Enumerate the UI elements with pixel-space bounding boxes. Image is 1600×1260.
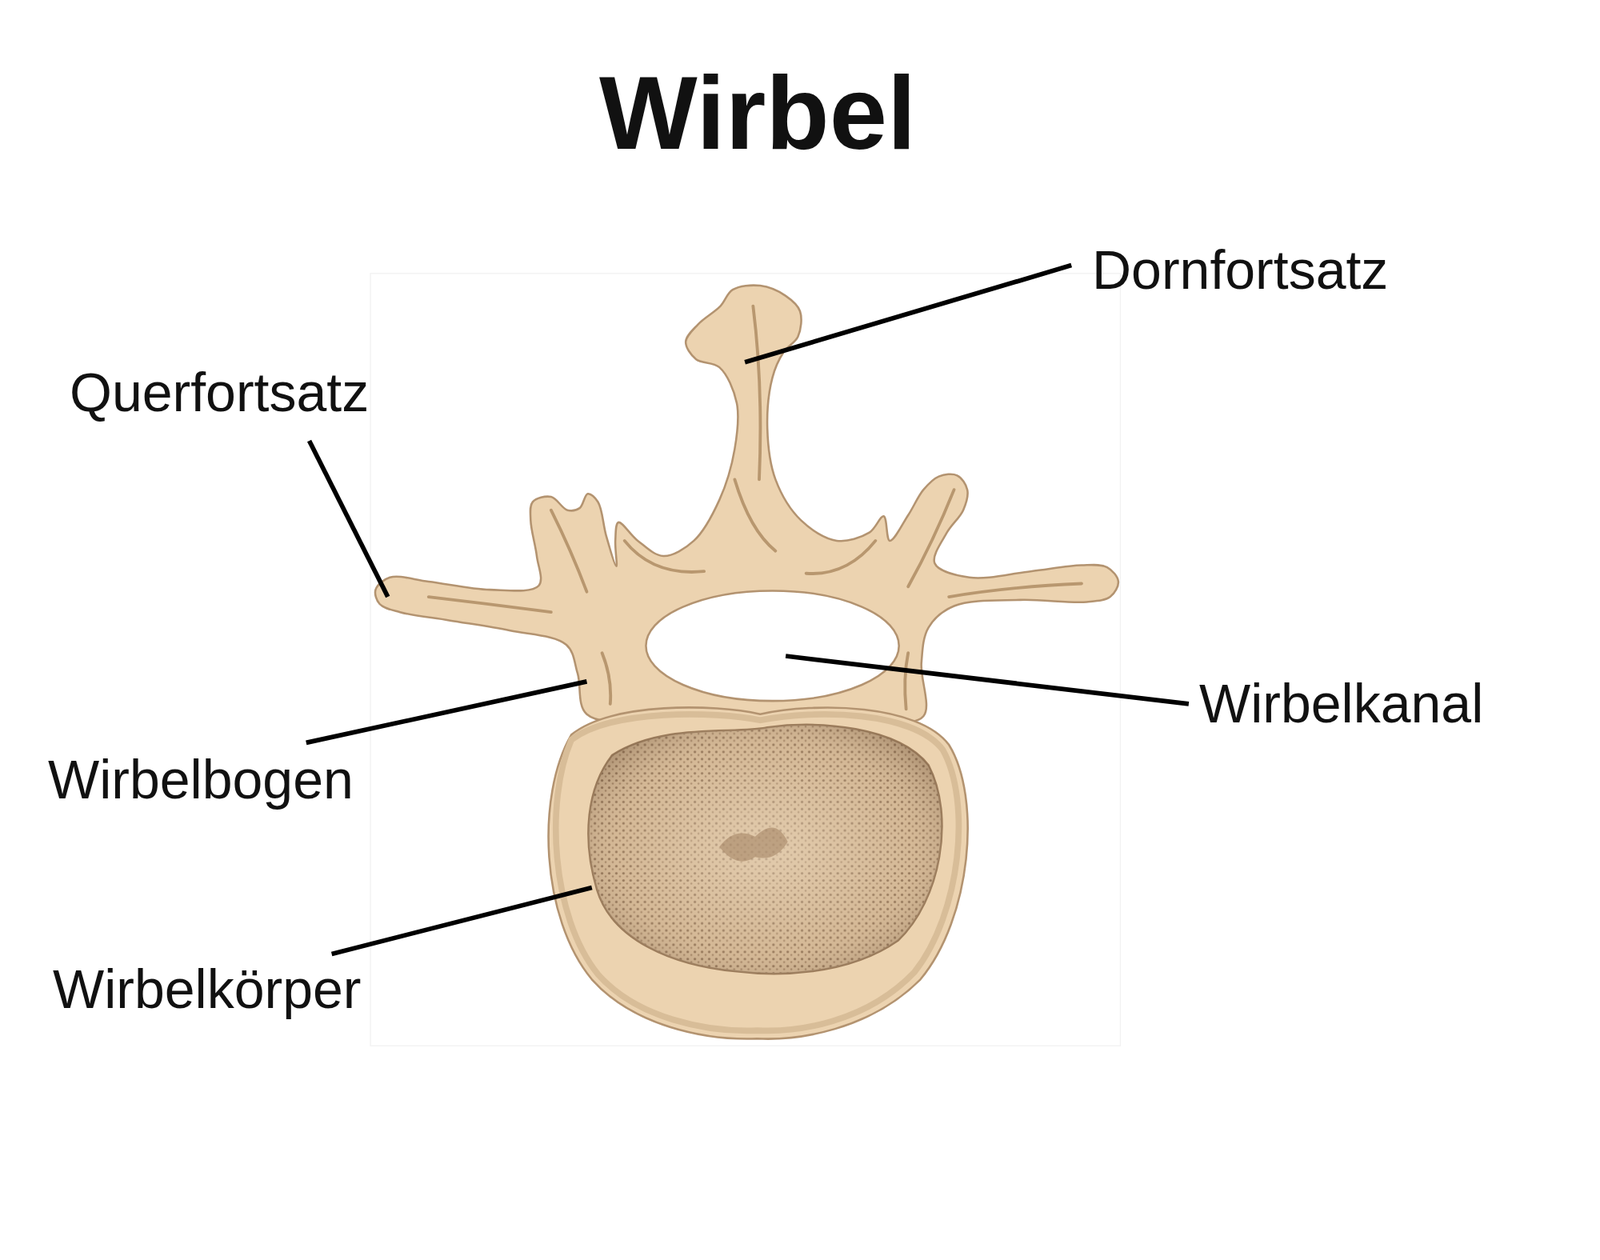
shading-line <box>908 489 954 587</box>
shading-line <box>948 583 1082 597</box>
vertebral-arch <box>375 285 1119 724</box>
cancellous-shade <box>588 724 942 974</box>
image-frame <box>370 273 1120 1046</box>
cancellous-bone <box>588 724 942 974</box>
shading-line <box>602 652 612 704</box>
shading-line <box>428 596 552 612</box>
vertebral-canal <box>645 590 899 701</box>
part-label: Wirbelkanal <box>1199 673 1484 734</box>
part-label: Dornfortsatz <box>1092 240 1388 300</box>
leader-line <box>785 656 1189 704</box>
shading-line <box>734 479 776 551</box>
vertebral-body <box>548 707 968 1039</box>
leader-line <box>744 265 1072 363</box>
part-label: Querfortsatz <box>69 362 369 423</box>
leader-line <box>309 440 388 597</box>
leader-line <box>332 888 592 955</box>
shading-line <box>904 652 908 709</box>
part-label: Wirbelkörper <box>52 959 361 1020</box>
body-rim <box>556 714 960 1031</box>
shading-line <box>624 540 704 572</box>
shading-line <box>806 540 876 574</box>
diagram-title: Wirbel <box>599 56 916 171</box>
leader-line <box>306 681 588 744</box>
body-center-mark <box>719 827 788 861</box>
shading-line <box>551 510 588 592</box>
part-label: Wirbelbogen <box>48 749 354 810</box>
bone-shading <box>428 306 1082 710</box>
leader-lines <box>306 265 1189 955</box>
shading-line <box>752 306 760 480</box>
